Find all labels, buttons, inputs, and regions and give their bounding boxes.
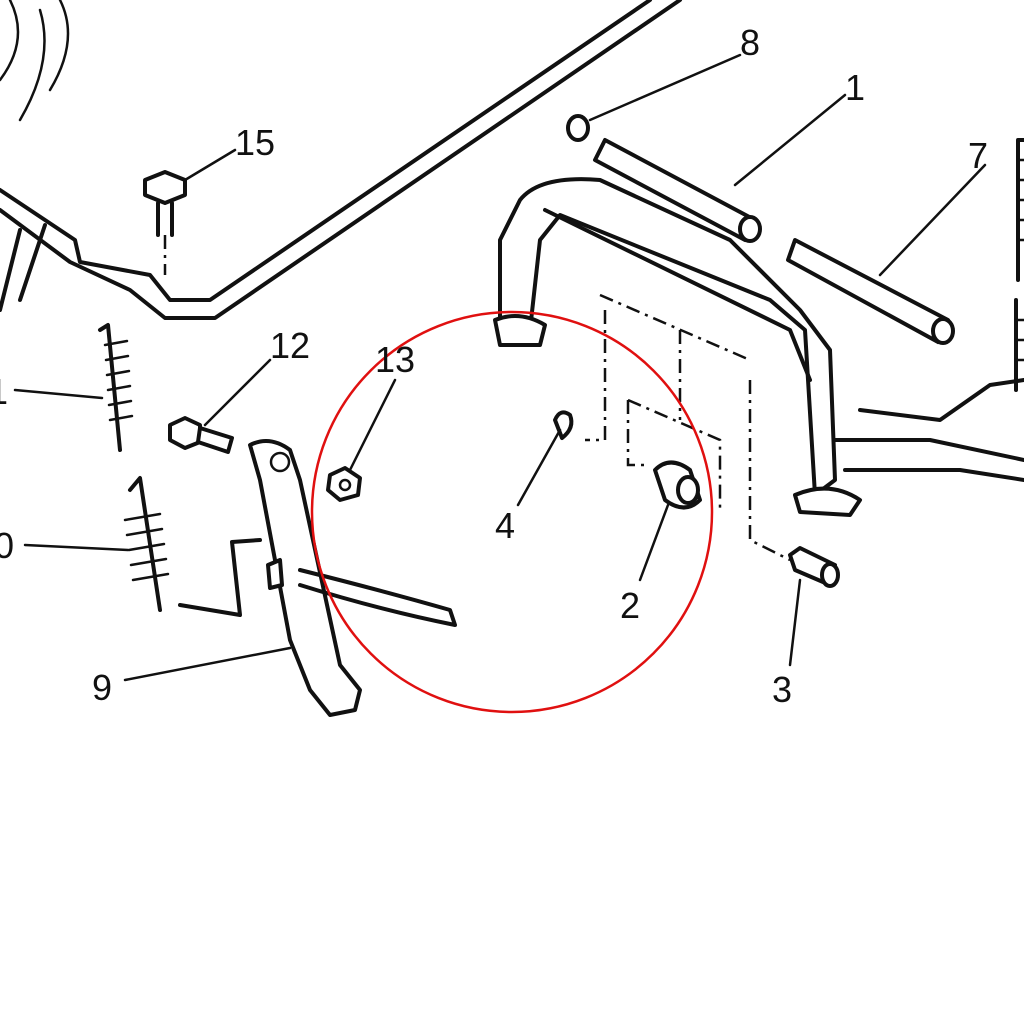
main-stand — [493, 177, 1024, 517]
nut-13 — [326, 466, 362, 502]
spring-10 — [123, 476, 262, 617]
callout-4: 4 — [495, 505, 515, 546]
pin-3 — [788, 546, 840, 588]
callout-11: 1 — [0, 371, 8, 412]
side-stand-9 — [248, 439, 457, 717]
assembly-guidelines — [585, 310, 791, 562]
frame-rail — [0, 0, 682, 320]
shaft-7 — [786, 238, 955, 345]
right-spring — [1014, 138, 1024, 392]
collar-2 — [653, 460, 702, 510]
spring-11 — [98, 323, 134, 452]
bolt-12 — [168, 416, 234, 454]
callout-2: 2 — [620, 585, 640, 626]
callout-7: 7 — [968, 135, 988, 176]
highlight-circle — [310, 310, 714, 714]
callout-1: 1 — [845, 67, 865, 108]
callout-9: 9 — [92, 667, 112, 708]
bolt-15 — [143, 170, 187, 275]
leader-lines — [13, 53, 987, 682]
callout-12: 12 — [270, 325, 310, 366]
callout-3: 3 — [772, 669, 792, 710]
callout-8: 8 — [740, 22, 760, 63]
callout-13: 13 — [375, 339, 415, 380]
washer-8 — [566, 114, 590, 142]
shaft-1 — [593, 138, 762, 243]
clip-4 — [553, 410, 574, 440]
callout-10: 0 — [0, 525, 14, 566]
callout-15: 15 — [235, 122, 275, 163]
